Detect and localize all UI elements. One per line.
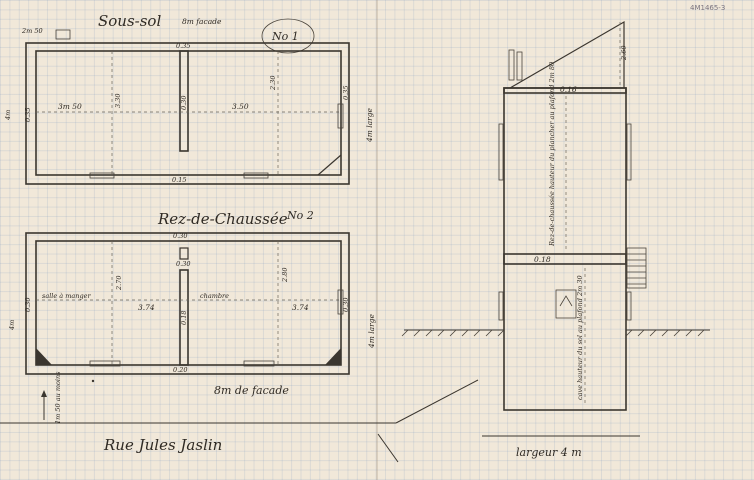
section-ground-hatching: [401, 329, 710, 337]
street-block: Rue Jules Jaslin 1m 50 au moins: [0, 371, 479, 463]
plan2-top-dim: 0.30: [173, 232, 187, 240]
plan1-badge-circle: [261, 18, 315, 54]
plan2-facade: 8m de facade: [214, 384, 289, 397]
section-steps: [626, 247, 647, 289]
plan-sous-sol: Sous-sol 8m facade No 1 2m 50 0.35 0.15 …: [4, 12, 374, 185]
street-name: Rue Jules Jaslin: [103, 436, 222, 454]
section-chimney-left: [508, 49, 515, 81]
plan2-room-right: chambre: [200, 292, 229, 300]
plan2-chimney: [179, 247, 189, 260]
plan2-mark-b: 0.18: [180, 311, 188, 325]
archive-reference: 4M1465-3: [690, 4, 725, 12]
section-window-left-upper: [498, 123, 504, 181]
plan1-badge: No 1: [271, 30, 299, 43]
plan1-top-dim: 0.35: [176, 42, 190, 50]
plan2-dot: [91, 379, 95, 383]
retreat-arrow-head: [41, 390, 47, 397]
plan2-outer-wall: [25, 232, 350, 375]
plan1-left-dim: 0.35: [24, 108, 32, 122]
plan1-left-outer: 4m: [4, 110, 12, 121]
plan2-right-dim: 0.30: [342, 298, 350, 312]
plan2-width-right: 3.74: [292, 303, 309, 312]
plan1-height-note: 2m 50: [21, 27, 43, 35]
section-cellar-opening: [555, 289, 577, 319]
plan1-mark-c: 2.30: [269, 76, 277, 91]
plan2-window-right: [243, 360, 275, 367]
plan2-window-left: [89, 360, 121, 367]
section-roof-height: 2.60: [620, 46, 628, 61]
plan1-title: Sous-sol: [98, 12, 161, 30]
street-line-bend: [395, 379, 479, 424]
plan2-title: Rez-de-Chaussée: [157, 210, 288, 228]
street-line-lower: [377, 433, 399, 463]
plan2-mark-c: 2.80: [281, 268, 289, 283]
plan2-partition: [179, 269, 189, 366]
plan1-mark-b: 0.30: [180, 96, 188, 110]
section-cellar-mark: [559, 295, 573, 307]
section-window-left-lower: [498, 291, 504, 321]
plan2-top-dim2: 0.30: [176, 260, 190, 268]
section-upper-note: Rez-de-chaussée hauteur du plancher au p…: [548, 62, 556, 247]
section-width-label: largeur 4 m: [516, 446, 582, 459]
section-mid-dim: 0.18: [534, 255, 551, 264]
plan1-window-side: [337, 103, 344, 129]
plan1-window-left: [89, 172, 115, 179]
section-coupe: 2.60 0.16 0.18: [401, 20, 710, 459]
section-upper-floor: [503, 87, 627, 94]
section-window-right-upper: [626, 123, 632, 181]
plan1-facade: 8m facade: [182, 17, 222, 26]
section-outer-wall: [503, 87, 627, 411]
plan1-width-left: 3m 50: [58, 102, 82, 111]
street-retreat: 1m 50 au moins: [54, 371, 62, 424]
plan2-left-dim: 0.30: [24, 298, 32, 312]
section-chimney-right: [516, 51, 523, 81]
plan1-side-label: 4m large: [365, 107, 374, 143]
plan2-corner-right: [325, 348, 341, 365]
section-top-dim: 0.16: [560, 85, 577, 94]
plan2-room-left: salle à manger: [42, 292, 91, 300]
plan1-window-right: [243, 172, 269, 179]
plan2-width-left: 3.74: [138, 303, 155, 312]
plan1-mark-a: 3.30: [114, 94, 122, 108]
plan2-badge: No 2: [286, 209, 314, 222]
plan2-side-label: 4m large: [367, 313, 376, 349]
plan1-stair-box: [55, 29, 71, 40]
plan2-window-side: [337, 289, 344, 315]
section-lower-note: cave hauteur du sol au plafond 2m 30: [576, 275, 584, 400]
plan1-corner-stair: [317, 154, 342, 176]
plan2-left-outer: 4m: [8, 320, 16, 331]
sheet-fold: [376, 0, 378, 480]
section-ground-floor: [503, 253, 627, 265]
plan-rez-de-chaussee: Rez-de-Chaussée No 2 0.30 0.30 0.20 0.30…: [8, 209, 376, 397]
plan1-right-dim: 0.35: [342, 86, 350, 100]
plan1-outer-wall: [25, 42, 350, 185]
plan2-mark-a: 2.70: [115, 276, 123, 291]
plan1-width-right: 3.50: [232, 102, 249, 111]
section-roof: [509, 20, 625, 89]
plan2-bottom-dim: 0.20: [173, 366, 187, 374]
plan1-bottom-dim: 0.15: [172, 176, 186, 184]
plan1-partition: [179, 50, 189, 152]
plan2-corner-left: [36, 348, 52, 365]
section-window-right-lower: [626, 291, 632, 321]
